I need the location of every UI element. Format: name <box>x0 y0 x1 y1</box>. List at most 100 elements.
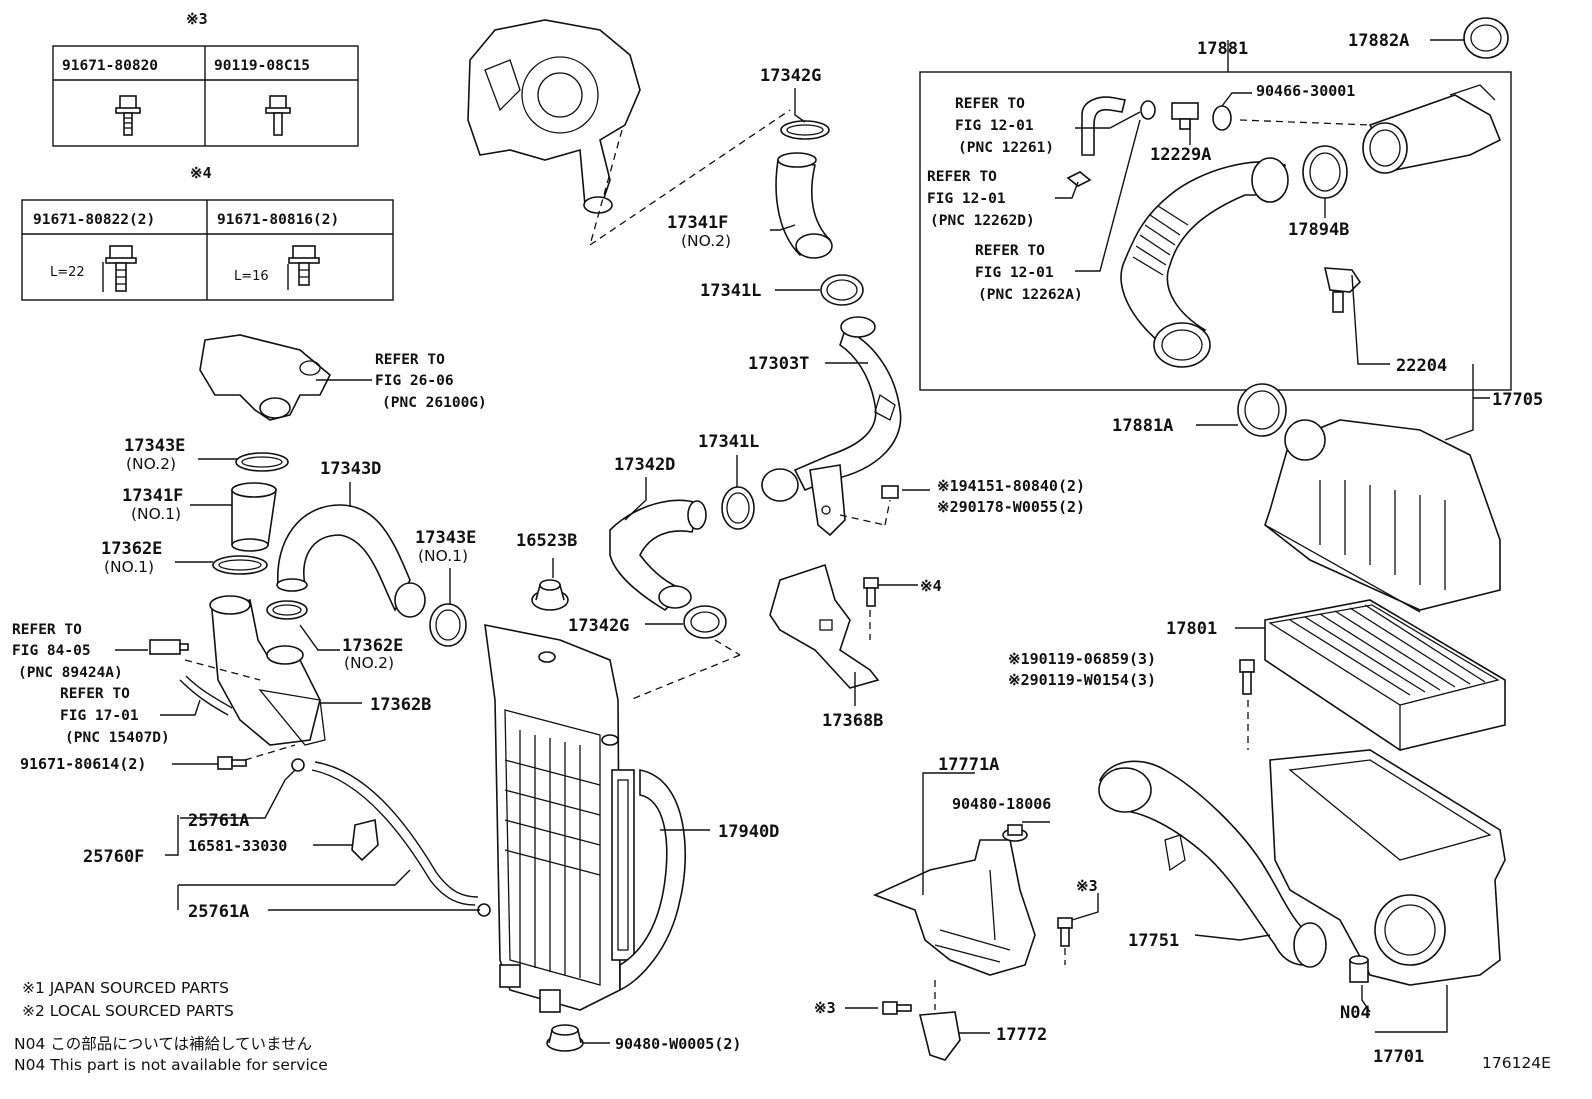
pipe-17303t <box>761 316 902 537</box>
svg-text:FIG 12-01: FIG 12-01 <box>955 118 1034 134</box>
svg-text:(PNC 89424A): (PNC 89424A) <box>18 665 123 681</box>
label-16581-33030: 16581-33030 <box>188 837 287 855</box>
connector-12262d-icon <box>1066 171 1092 187</box>
bracket-17368b <box>769 563 880 689</box>
svg-text:REFER TO: REFER TO <box>60 686 130 702</box>
hose-small-left <box>179 675 233 716</box>
bolt-mark3-b-icon <box>882 1001 912 1015</box>
label-17362e-no1-sub: (NO.1) <box>104 558 154 576</box>
svg-text:(PNC 12261): (PNC 12261) <box>958 140 1054 156</box>
label-17343d: 17343D <box>320 459 381 479</box>
table3-part-2: 90119-08C15 <box>214 58 310 74</box>
box-17881 <box>919 71 1512 391</box>
turbocharger-illustration <box>467 19 641 214</box>
clamp-17362e-no1 <box>212 555 268 575</box>
label-17881a: 17881A <box>1112 416 1173 436</box>
label-17362e-no2: 17362E <box>342 636 403 656</box>
clamp-90466-icon <box>1212 105 1232 131</box>
leader-lines <box>165 39 1490 1044</box>
svg-text:REFER TO: REFER TO <box>975 243 1045 259</box>
label-17362e-no2-sub: (NO.2) <box>344 654 394 672</box>
clamp-17341l-top <box>820 274 864 306</box>
refer-fig-12-01-a: REFER TO FIG 12-01 (PNC 12261) <box>955 96 1054 156</box>
label-17343e-no1: 17343E <box>415 528 476 548</box>
bolt-table-group4: ※4 91671-80822(2) 91671-80816(2) L=22 L=… <box>21 164 394 301</box>
svg-text:REFER TO: REFER TO <box>955 96 1025 112</box>
note-n04-japanese: N04 この部品については補給していません <box>14 1035 312 1053</box>
intercooler-17940d <box>484 623 686 1013</box>
label-290119-w0154: ※290119-W0154(3) <box>1008 671 1156 689</box>
duct-17751 <box>1098 760 1327 968</box>
label-mark3-a: ※3 <box>1076 877 1098 895</box>
bolt-91671-80614-icon <box>217 756 247 770</box>
clamp-17362e-no2 <box>266 600 308 620</box>
grommet-90480-w0005 <box>546 1024 584 1052</box>
clamp-17882a <box>1463 17 1509 59</box>
hex-bolt-icon <box>265 95 291 136</box>
valve-12229a-icon <box>1171 102 1199 130</box>
label-25760f: 25760F <box>83 847 144 867</box>
svg-text:FIG 84-05: FIG 84-05 <box>12 643 91 659</box>
clamp-17343e-no1 <box>429 603 467 647</box>
grommet-16523b <box>531 579 569 611</box>
note-japan-sourced: ※1 JAPAN SOURCED PARTS <box>22 979 229 997</box>
flange-bolt-icon <box>115 95 141 136</box>
label-mark3-b: ※3 <box>814 999 836 1017</box>
svg-text:(PNC 26100G): (PNC 26100G) <box>382 395 487 411</box>
refer-fig-84-05: REFER TO FIG 84-05 (PNC 89424A) <box>12 622 123 681</box>
bracket-17771a <box>872 824 1036 976</box>
label-17341f-no1-sub: (NO.1) <box>131 505 181 523</box>
label-17771a: 17771A <box>938 755 999 775</box>
label-290178-w0055: ※290178-W0055(2) <box>937 498 1085 516</box>
clamp-17343e-no2 <box>235 452 289 472</box>
svg-text:(PNC 12262D): (PNC 12262D) <box>930 213 1035 229</box>
label-n04: N04 <box>1340 1003 1371 1023</box>
bracket-17772 <box>918 1011 961 1061</box>
flange-bolt-short-icon <box>287 245 320 290</box>
hose-17343d <box>276 504 426 618</box>
label-17342g-top: 17342G <box>760 66 821 86</box>
clamp-17342g-bot <box>683 605 727 639</box>
label-17303t: 17303T <box>748 354 809 374</box>
clamp-17341l-mid <box>721 486 755 530</box>
bolt-mark3-a-icon <box>1057 917 1073 947</box>
bolt-mark4-icon <box>863 577 879 607</box>
table3-mark: ※3 <box>186 10 208 28</box>
svg-text:REFER TO: REFER TO <box>375 352 445 368</box>
label-17362b: 17362B <box>370 695 431 715</box>
sensor-icon <box>149 639 189 655</box>
nut-194151-icon <box>881 485 899 499</box>
hose-17341f-no1 <box>231 482 277 552</box>
sensor-22204-icon <box>1323 267 1362 313</box>
label-12229a: 12229A <box>1150 145 1211 165</box>
label-90480-w0005: 90480-W0005(2) <box>615 1035 741 1053</box>
svg-text:FIG 12-01: FIG 12-01 <box>927 191 1006 207</box>
svg-text:REFER TO: REFER TO <box>12 622 82 638</box>
label-190119-06859: ※190119-06859(3) <box>1008 650 1156 668</box>
label-17343e-no2: 17343E <box>124 436 185 456</box>
label-mark4: ※4 <box>920 577 942 595</box>
clip-16581-33030-icon <box>351 819 379 862</box>
label-17343e-no2-sub: (NO.2) <box>126 455 176 473</box>
table4-part-1: 91671-80822(2) <box>33 212 155 228</box>
label-194151-80840: ※194151-80840(2) <box>937 477 1085 495</box>
label-17341f-no1: 17341F <box>122 486 183 506</box>
pipe-left-elbow <box>209 595 326 746</box>
part-labels: 17342G 17341F (NO.2) 17341L 17303T 17341… <box>20 31 1551 1072</box>
label-17701: 17701 <box>1373 1047 1424 1067</box>
note-local-sourced: ※2 LOCAL SOURCED PARTS <box>22 1002 234 1020</box>
flange-bolt-long-icon <box>102 245 137 292</box>
footnotes: ※1 JAPAN SOURCED PARTS ※2 LOCAL SOURCED … <box>14 979 328 1074</box>
hose-17342d <box>609 499 707 612</box>
clamp-17342g-top <box>780 120 830 140</box>
table4-mark: ※4 <box>190 164 212 182</box>
label-17368b: 17368B <box>822 711 883 731</box>
table4-length-2: L=16 <box>234 269 269 284</box>
svg-text:FIG 26-06: FIG 26-06 <box>375 373 454 389</box>
svg-text:FIG 12-01: FIG 12-01 <box>975 265 1054 281</box>
label-17341f-no2-sub: (NO.2) <box>681 232 731 250</box>
bolt-table-group3: ※3 91671-80820 90119-08C15 <box>52 10 359 147</box>
label-17894b: 17894B <box>1288 220 1349 240</box>
tube-17881 <box>1362 84 1502 174</box>
